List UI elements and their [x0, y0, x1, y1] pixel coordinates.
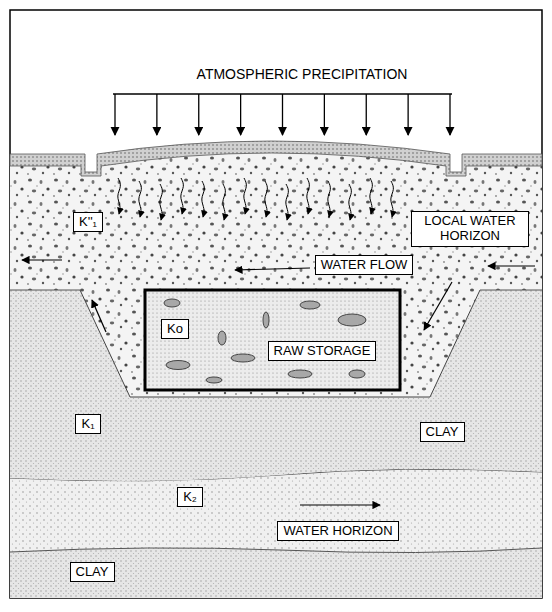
rain-arrow	[282, 94, 283, 135]
waste-lump	[166, 361, 190, 370]
rain-arrow	[198, 94, 199, 135]
seepage-arrow	[139, 181, 142, 217]
label-text: WATER HORIZON	[283, 524, 392, 539]
rain-arrow	[407, 94, 408, 135]
seepage-arrow	[244, 178, 247, 214]
waste-lump	[206, 377, 222, 383]
surface-cover	[10, 141, 542, 176]
label-text: CLAY	[76, 565, 109, 580]
flow-arrow	[300, 504, 380, 505]
label-text: LOCAL WATER HORIZON	[417, 214, 523, 244]
rain-arrow	[156, 94, 157, 135]
label-text: K''₁	[79, 215, 97, 230]
seepage-arrow	[307, 178, 310, 214]
flow-arrow	[424, 282, 452, 330]
layer-label: RAW STORAGE	[268, 341, 377, 362]
seepage-arrow	[349, 184, 352, 220]
seepage-arrow	[202, 181, 205, 217]
seepage-arrow	[328, 181, 331, 217]
seepage-arrow	[286, 184, 289, 220]
waste-lump	[263, 312, 269, 328]
layer-label: K₂	[177, 487, 203, 508]
label-text: RAW STORAGE	[274, 344, 371, 359]
layer-label: WATER FLOW	[315, 255, 414, 276]
rain-arrow	[366, 94, 367, 135]
seepage-arrow	[118, 178, 121, 214]
layer-label: CLAY	[70, 562, 115, 583]
flow-arrows	[22, 260, 535, 505]
waste-lump	[164, 299, 180, 307]
aquifer-layer	[10, 469, 542, 552]
rain-arrows	[115, 94, 450, 135]
seepage-arrow	[391, 181, 394, 217]
flow-arrow	[235, 268, 310, 270]
label-text: K₂	[183, 490, 197, 505]
label-text: CLAY	[426, 425, 459, 440]
gravel-layer	[10, 146, 542, 397]
trench-outline	[80, 290, 480, 397]
layer-label: LOCAL WATER HORIZON	[411, 211, 529, 247]
label-text: K₁	[81, 417, 94, 432]
flow-arrow	[92, 300, 106, 332]
frame	[10, 10, 542, 598]
rain-arrow	[114, 94, 115, 135]
waste-lump	[349, 370, 365, 378]
label-text: Ko	[167, 322, 183, 337]
seepage-arrow	[223, 184, 226, 220]
seepage-arrow	[370, 178, 373, 214]
layer-boundary	[10, 548, 542, 553]
layer-label: CLAY	[420, 422, 465, 443]
layer-label: K''₁	[73, 212, 103, 233]
seepage-arrows	[118, 178, 394, 220]
waste-lump	[218, 331, 226, 345]
seepage-arrow	[160, 184, 163, 220]
diagram-title: ATMOSPHERIC PRECIPITATION	[195, 66, 410, 82]
layer-label: K₁	[75, 414, 100, 435]
layer-label: WATER HORIZON	[277, 521, 398, 542]
label-text: WATER FLOW	[321, 258, 408, 273]
rain-arrow	[449, 94, 450, 135]
layer-boundary	[10, 290, 80, 291]
waste-lump	[288, 370, 312, 378]
seepage-arrow	[181, 178, 184, 214]
seepage-arrow	[265, 181, 268, 217]
rain-arrow	[240, 94, 241, 135]
flow-arrow	[22, 259, 62, 260]
layer-boundary	[480, 290, 542, 291]
layer-label: Ko	[161, 319, 189, 340]
flow-arrow	[488, 265, 535, 266]
clay-layer	[10, 548, 542, 598]
waste-lump	[300, 301, 320, 309]
rain-arrow	[324, 94, 325, 135]
raw-storage	[145, 290, 400, 390]
waste-lump	[338, 314, 366, 326]
waste-lump	[231, 354, 255, 362]
